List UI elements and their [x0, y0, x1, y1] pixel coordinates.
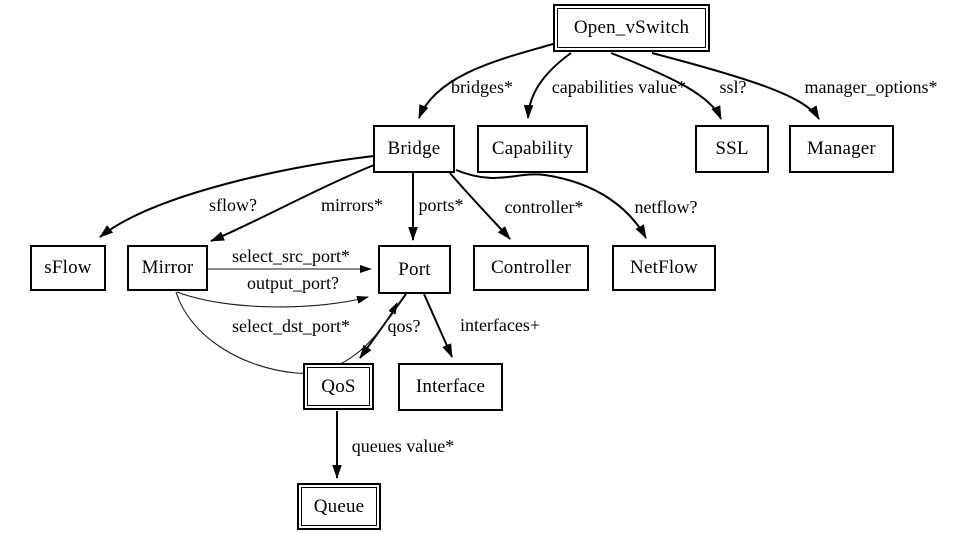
edge-label-interfaces: interfaces+ [459, 315, 541, 335]
edge-netflow [455, 169, 647, 239]
node-ssl: SSL [695, 125, 769, 173]
edge-mirrors [210, 164, 375, 242]
node-netflow: NetFlow [612, 245, 716, 291]
edge-label-netflow: netflow? [634, 197, 698, 217]
edge-label-select-dst-port: select_dst_port* [232, 316, 350, 336]
node-controller: Controller [473, 245, 589, 291]
node-mirror-label: Mirror [141, 257, 194, 278]
edge-label-manager-options: manager_options* [804, 77, 938, 97]
node-port: Port [378, 245, 451, 294]
edge-controller [449, 172, 511, 240]
edge-label-ports: ports* [418, 195, 464, 215]
node-capability-label: Capability [491, 138, 574, 159]
edge-label-ssl: ssl? [719, 77, 747, 97]
node-sflow: sFlow [30, 245, 106, 291]
edge-label-mirrors: mirrors* [321, 195, 383, 215]
node-netflow-label: NetFlow [630, 257, 698, 278]
node-controller-label: Controller [490, 257, 572, 278]
edge-sflow [99, 155, 375, 238]
edge-manager-options [651, 52, 820, 120]
edge-label-qos: qos? [387, 316, 421, 336]
node-bridge-label: Bridge [387, 138, 441, 159]
node-manager-label: Manager [807, 138, 876, 159]
edge-label-capabilities: capabilities value* [551, 77, 687, 97]
node-open-vswitch-label: Open_vSwitch [573, 17, 690, 38]
node-mirror: Mirror [127, 245, 208, 291]
node-bridge: Bridge [373, 125, 455, 173]
edge-ssl [610, 52, 722, 120]
node-qos-label: QoS [321, 375, 356, 397]
node-queue-label: Queue [313, 495, 365, 517]
edge-select-dst-port [175, 291, 398, 374]
edge-interfaces [423, 293, 453, 358]
edge-bridges [418, 43, 554, 119]
edge-label-controller: controller* [504, 197, 584, 217]
edge-capabilities [523, 52, 572, 119]
node-capability: Capability [477, 125, 588, 173]
node-open-vswitch: Open_vSwitch [553, 4, 710, 52]
node-port-label: Port [398, 258, 431, 280]
edge-label-sflow: sflow? [209, 195, 257, 215]
node-qos: QoS [303, 363, 374, 410]
edge-label-select-src-port: select_src_port* [232, 246, 350, 266]
edge-output-port [176, 291, 369, 308]
edge-label-output-port: output_port? [247, 273, 339, 293]
edge-label-bridges: bridges* [451, 77, 513, 97]
edge-label-queues: queues value* [351, 436, 455, 456]
node-manager: Manager [789, 125, 894, 173]
node-ssl-label: SSL [715, 138, 749, 159]
node-interface: Interface [398, 363, 503, 411]
node-sflow-label: sFlow [44, 257, 92, 278]
node-interface-label: Interface [415, 376, 486, 397]
node-queue: Queue [297, 483, 381, 530]
